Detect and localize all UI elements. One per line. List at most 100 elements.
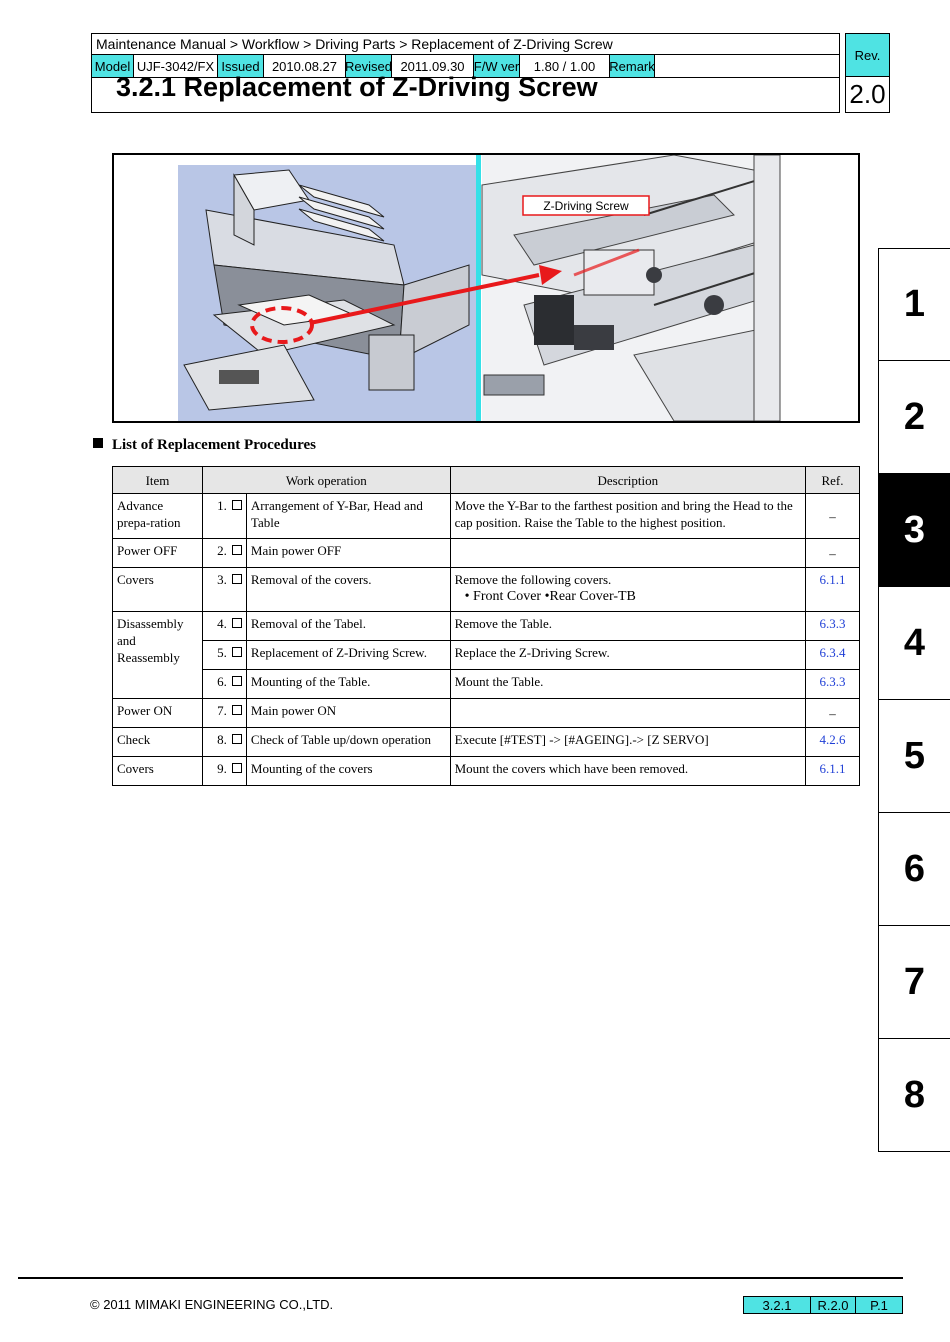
step-number: 2. bbox=[217, 543, 227, 558]
cell-description: Mount the Table. bbox=[449, 669, 807, 699]
rev-label: Rev. bbox=[846, 34, 889, 77]
fw-value: 1.80 / 1.00 bbox=[520, 55, 610, 77]
step-number: 8. bbox=[217, 732, 227, 747]
checkbox[interactable] bbox=[231, 574, 242, 584]
checkbox[interactable] bbox=[231, 705, 242, 715]
cell-step: 3. bbox=[201, 567, 247, 612]
checkbox[interactable] bbox=[231, 545, 242, 555]
cell-description: Replace the Z-Driving Screw. bbox=[449, 640, 807, 670]
cell-description bbox=[449, 698, 807, 728]
checkbox[interactable] bbox=[231, 734, 242, 744]
cell-operation: Main power OFF bbox=[245, 538, 451, 568]
cell-step: 1. bbox=[201, 493, 247, 539]
cell-description: Remove the Table. bbox=[449, 611, 807, 641]
cell-description: Execute [#TEST] -> [#AGEING].-> [Z SERVO… bbox=[449, 727, 807, 757]
footer-revision: R.2.0 bbox=[811, 1297, 856, 1313]
cell-operation: Mounting of the covers bbox=[245, 756, 451, 786]
cell-step: 8. bbox=[201, 727, 247, 757]
remark-label: Remark bbox=[609, 55, 655, 77]
chapter-tab-3[interactable]: 3 bbox=[878, 474, 950, 587]
step-number: 7. bbox=[217, 703, 227, 718]
cell-operation: Removal of the Tabel. bbox=[245, 611, 451, 641]
issued-label: Issued bbox=[218, 55, 264, 77]
revised-value: 2011.09.30 bbox=[392, 55, 474, 77]
cell-ref: – bbox=[805, 493, 860, 539]
col-header-work-operation: Work operation bbox=[201, 466, 451, 494]
cell-item: Check bbox=[112, 727, 203, 757]
cell-ref-link[interactable]: 6.3.3 bbox=[805, 611, 860, 641]
table-row: Power ON 7. Main power ON – bbox=[112, 698, 860, 728]
footer-section: 3.2.1 bbox=[744, 1297, 811, 1313]
chapter-tab-8[interactable]: 8 bbox=[878, 1039, 950, 1152]
cell-ref-link[interactable]: 6.3.3 bbox=[805, 669, 860, 699]
cell-step: 7. bbox=[201, 698, 247, 728]
table-header-row: Item Work operation Description Ref. bbox=[112, 466, 860, 494]
breadcrumb: Maintenance Manual > Workflow > Driving … bbox=[96, 36, 613, 52]
description-text: Remove the following covers. bbox=[454, 572, 612, 587]
table-row: 5. Replacement of Z-Driving Screw. Repla… bbox=[113, 640, 860, 670]
chapter-tab-1[interactable]: 1 bbox=[878, 248, 950, 361]
table-row: Covers 3. Removal of the covers. Remove … bbox=[112, 567, 860, 612]
footer-page: P.1 bbox=[856, 1297, 902, 1313]
table-row: Advance prepa-ration 1. Arrangement of Y… bbox=[112, 493, 860, 539]
cell-item: Power ON bbox=[112, 698, 203, 728]
chapter-tab-7[interactable]: 7 bbox=[878, 926, 950, 1039]
cell-description: Move the Y-Bar to the farthest position … bbox=[449, 493, 807, 539]
table-row: Covers 9. Mounting of the covers Mount t… bbox=[112, 756, 860, 786]
meta-row: Model UJF-3042/FX Issued 2010.08.27 Revi… bbox=[92, 54, 839, 78]
table-row: 6. Mounting of the Table. Mount the Tabl… bbox=[113, 669, 860, 699]
document-header: Maintenance Manual > Workflow > Driving … bbox=[91, 33, 840, 113]
bullet-square-icon bbox=[93, 438, 103, 448]
step-number: 5. bbox=[217, 645, 227, 660]
checkbox[interactable] bbox=[231, 676, 242, 686]
cell-ref-link[interactable]: 6.1.1 bbox=[805, 567, 860, 612]
step-number: 1. bbox=[217, 498, 227, 513]
cell-ref-link[interactable]: 6.3.4 bbox=[805, 640, 860, 670]
page-title: 3.2.1 Replacement of Z-Driving Screw bbox=[116, 72, 598, 102]
cell-ref-link[interactable]: 4.2.6 bbox=[805, 727, 860, 757]
printer-icon bbox=[183, 169, 470, 411]
model-label: Model bbox=[92, 55, 134, 77]
cell-step: 5. bbox=[201, 640, 247, 670]
cell-step: 9. bbox=[201, 756, 247, 786]
issued-value: 2010.08.27 bbox=[264, 55, 346, 77]
pointer-arrow-head bbox=[539, 265, 562, 285]
cell-item: Covers bbox=[112, 756, 203, 786]
cell-item: Power OFF bbox=[112, 538, 203, 568]
cell-operation: Replacement of Z-Driving Screw. bbox=[245, 640, 451, 670]
cell-step: 6. bbox=[201, 669, 247, 699]
figure-frame: Z-Driving Screw bbox=[112, 153, 860, 423]
chapter-tab-4[interactable]: 4 bbox=[878, 587, 950, 700]
cell-item: Advance prepa-ration bbox=[112, 493, 203, 539]
checkbox[interactable] bbox=[231, 647, 242, 657]
cell-item: Disassembly and Reassembly bbox=[112, 611, 203, 699]
table-row: Check 8. Check of Table up/down operatio… bbox=[112, 727, 860, 757]
checkbox[interactable] bbox=[231, 763, 242, 773]
cell-ref-link[interactable]: 6.1.1 bbox=[805, 756, 860, 786]
section-heading: List of Replacement Procedures bbox=[93, 437, 316, 454]
col-header-description: Description bbox=[449, 466, 807, 494]
col-header-ref: Ref. bbox=[805, 466, 860, 494]
cell-ref: – bbox=[805, 698, 860, 728]
mechanism-illustration bbox=[481, 155, 781, 421]
highlight-ellipse bbox=[250, 306, 314, 344]
checkbox[interactable] bbox=[231, 618, 242, 628]
checkbox[interactable] bbox=[231, 500, 242, 510]
rev-value: 2.0 bbox=[849, 79, 886, 109]
chapter-tab-2[interactable]: 2 bbox=[878, 361, 950, 474]
chapter-tab-5[interactable]: 5 bbox=[878, 700, 950, 813]
cell-operation: Check of Table up/down operation bbox=[245, 727, 451, 757]
cell-operation: Mounting of the Table. bbox=[245, 669, 451, 699]
table-row: Disassembly and Reassembly 4. Removal of… bbox=[112, 611, 860, 699]
page-info-box: 3.2.1 R.2.0 P.1 bbox=[743, 1296, 903, 1314]
col-header-item: Item bbox=[112, 466, 203, 494]
cell-step: 4. bbox=[201, 611, 247, 641]
cell-ref: – bbox=[805, 538, 860, 568]
step-number: 6. bbox=[217, 674, 227, 689]
callout-label: Z-Driving Screw bbox=[543, 199, 629, 213]
fw-label: F/W ver bbox=[474, 55, 520, 77]
procedures-table: Item Work operation Description Ref. Adv… bbox=[112, 466, 860, 786]
cell-description: Mount the covers which have been removed… bbox=[449, 756, 807, 786]
step-number: 3. bbox=[217, 572, 227, 587]
chapter-tab-6[interactable]: 6 bbox=[878, 813, 950, 926]
